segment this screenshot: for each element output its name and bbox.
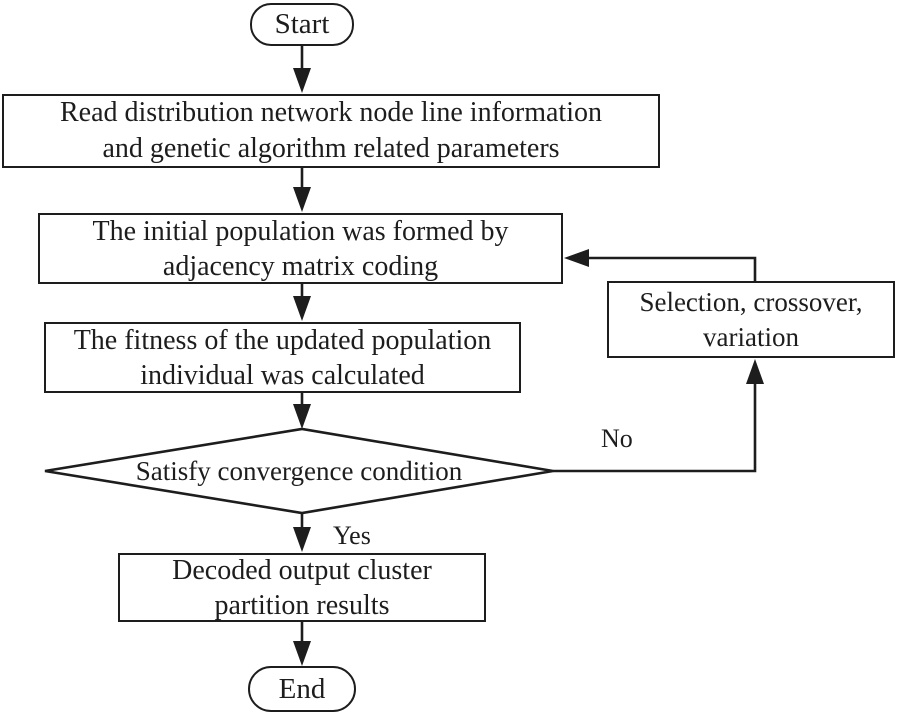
node-start: Start	[250, 3, 354, 46]
node-end: End	[248, 666, 356, 712]
arrowhead-up-icon	[746, 359, 764, 384]
node-initial-population: The initial population was formed by adj…	[38, 213, 563, 284]
node-selection: Selection, crossover, variation	[607, 281, 895, 358]
node-initial-population-line1: The initial population was formed by	[92, 215, 509, 247]
arrowhead-down-icon	[293, 641, 311, 666]
arrowhead-down-icon	[293, 404, 311, 429]
node-end-label: End	[278, 672, 326, 705]
node-fitness-line2: individual was calculated	[140, 359, 425, 391]
node-read-info-line2: and genetic algorithm related parameters	[102, 133, 560, 164]
edge-label-yes: Yes	[333, 521, 371, 550]
node-read-info-line1: Read distribution network node line info…	[59, 97, 602, 128]
arrowhead-down-icon	[293, 68, 311, 93]
node-selection-line1: Selection, crossover,	[639, 286, 863, 317]
edge-selection-initpop	[588, 256, 757, 281]
edge-convergence-selection	[553, 383, 757, 473]
node-start-label: Start	[274, 8, 330, 40]
edge-label-no: No	[601, 424, 633, 453]
node-decoded-line1: Decoded output cluster	[172, 554, 432, 586]
node-read-info: Read distribution network node line info…	[2, 94, 660, 168]
arrowhead-down-icon	[293, 527, 311, 552]
node-fitness: The fitness of the updated population in…	[44, 322, 521, 393]
arrowhead-down-icon	[293, 296, 311, 321]
node-selection-line2: variation	[703, 321, 799, 352]
node-convergence: Satisfy convergence condition	[45, 429, 553, 513]
node-fitness-line1: The fitness of the updated population	[73, 324, 492, 356]
node-decoded-line2: partition results	[214, 589, 390, 621]
node-convergence-label: Satisfy convergence condition	[135, 455, 463, 486]
arrowhead-down-icon	[293, 187, 311, 212]
node-decoded: Decoded output cluster partition results	[118, 553, 486, 622]
node-initial-population-line2: adjacency matrix coding	[162, 250, 439, 282]
arrowhead-left-icon	[564, 249, 589, 267]
